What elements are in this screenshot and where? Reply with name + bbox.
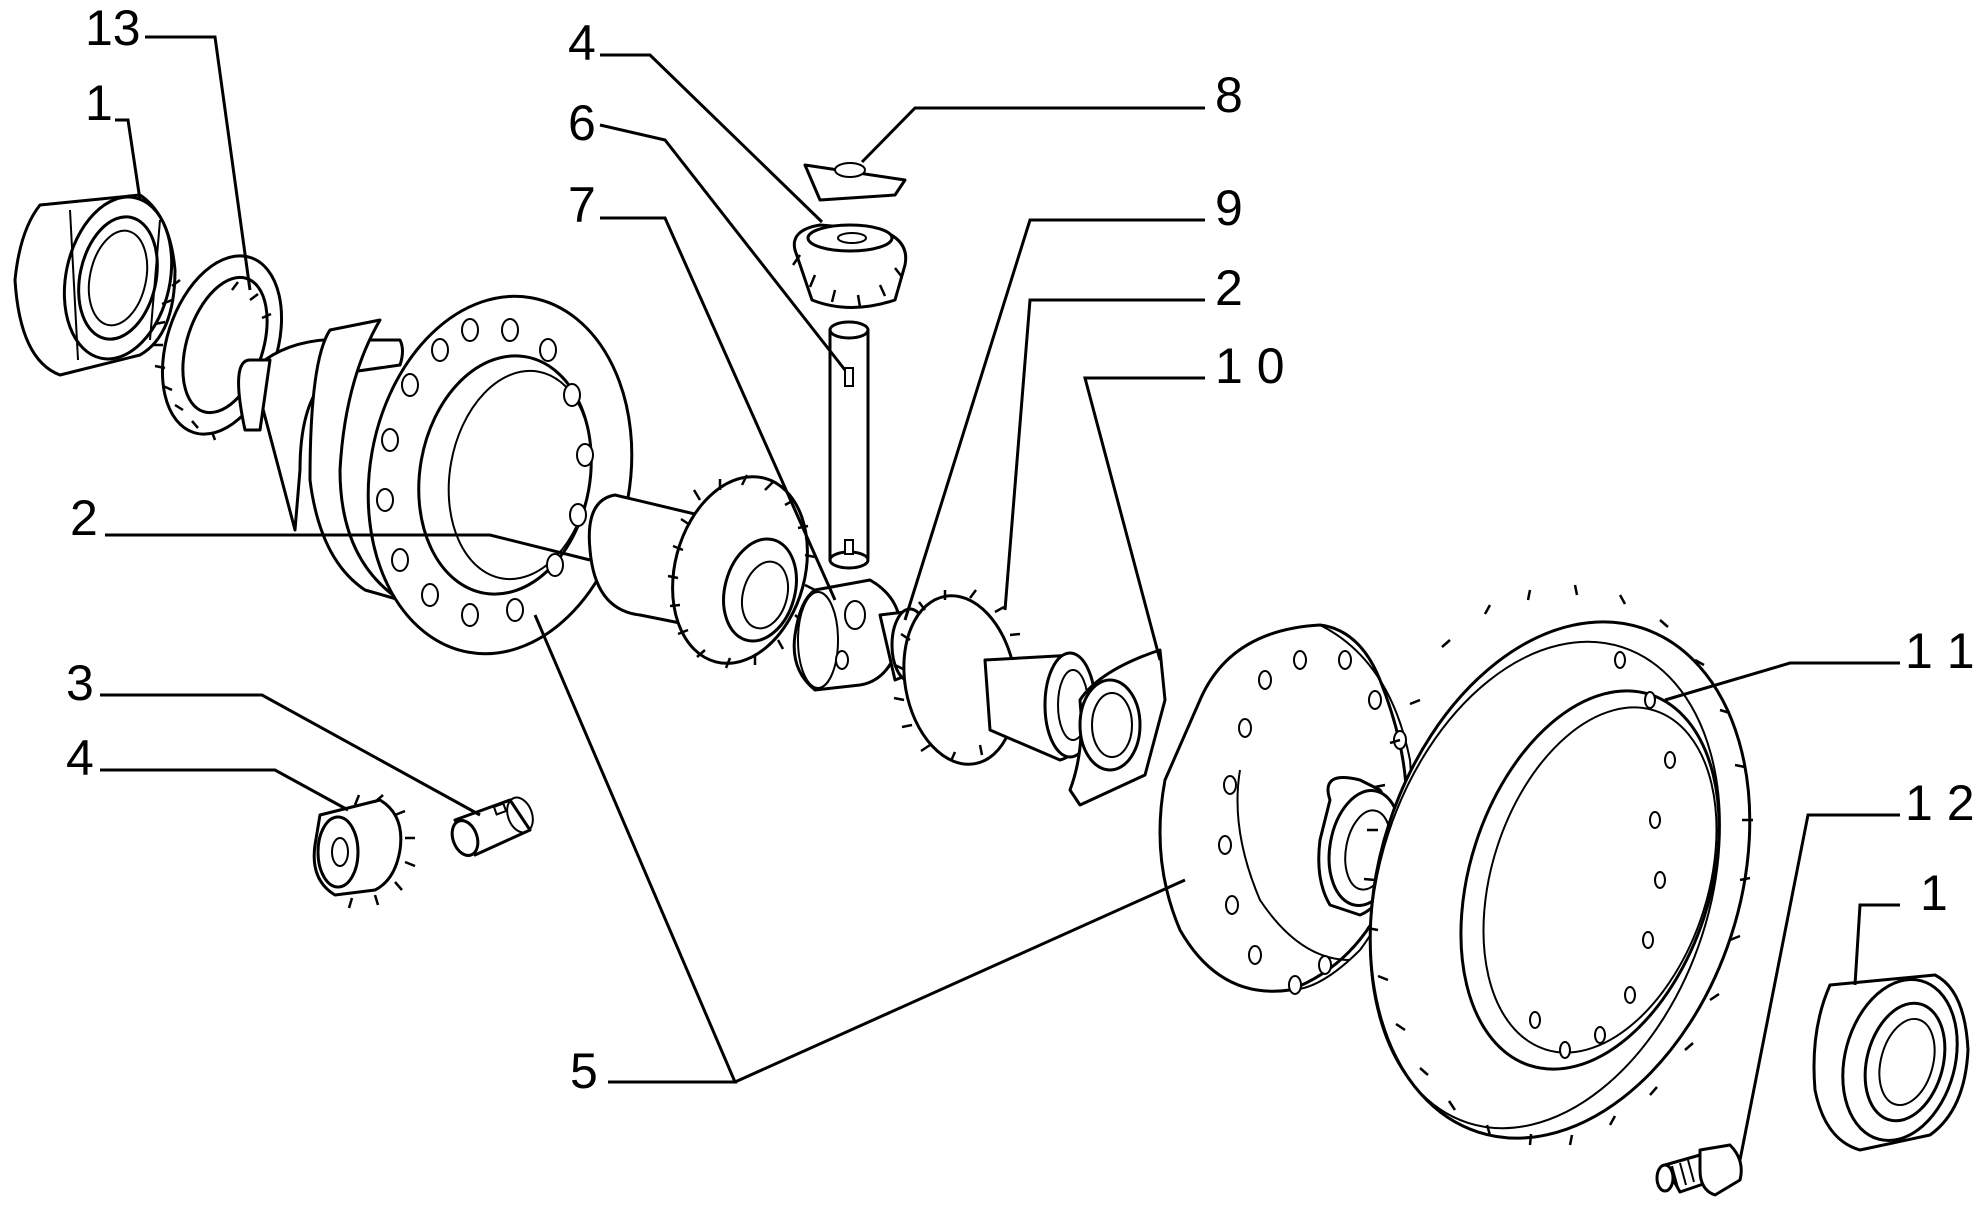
ring-gear-bolt-holes bbox=[1529, 651, 1676, 1059]
washer-8 bbox=[803, 162, 907, 202]
bearing-left bbox=[13, 193, 177, 377]
callout-7: 7 bbox=[568, 177, 596, 233]
pinion-gear-4-top bbox=[791, 223, 908, 309]
callout-11: 1 1 bbox=[1905, 623, 1975, 679]
callout-1-right: 1 bbox=[1920, 865, 1948, 921]
callout-2-left: 2 bbox=[70, 490, 98, 546]
callout-12: 1 2 bbox=[1905, 775, 1975, 831]
callout-4-top: 4 bbox=[568, 15, 596, 71]
case-bolt-holes bbox=[376, 318, 594, 627]
callout-1-left: 1 bbox=[85, 75, 113, 131]
ring-gear-teeth bbox=[1363, 584, 1753, 1146]
bolt-12 bbox=[1655, 1143, 1743, 1197]
callout-8: 8 bbox=[1215, 67, 1243, 123]
ring-gear-11 bbox=[1363, 584, 1753, 1146]
plate-10 bbox=[1068, 648, 1167, 807]
bearing-right bbox=[1812, 973, 1970, 1152]
callout-labels: 13 1 4 8 6 7 9 2 1 0 2 3 4 1 1 1 2 1 5 bbox=[66, 0, 1975, 1099]
side-gear-2-right bbox=[893, 589, 1097, 766]
callout-6: 6 bbox=[568, 95, 596, 151]
callout-4-bottom: 4 bbox=[66, 730, 94, 786]
pinion-gear-4-bottom bbox=[312, 794, 416, 909]
flange-bolt-holes bbox=[1218, 650, 1407, 995]
side-gear-2-left bbox=[587, 474, 816, 669]
callout-10: 1 0 bbox=[1215, 338, 1285, 394]
pin-6 bbox=[828, 320, 870, 570]
callout-9: 9 bbox=[1215, 180, 1243, 236]
pin-3 bbox=[450, 796, 534, 857]
callout-2-right: 2 bbox=[1215, 260, 1243, 316]
callout-5: 5 bbox=[570, 1043, 598, 1099]
callout-3: 3 bbox=[66, 655, 94, 711]
callout-13: 13 bbox=[85, 0, 141, 56]
differential-case-5 bbox=[237, 294, 634, 656]
leader-lines bbox=[100, 35, 1900, 1161]
